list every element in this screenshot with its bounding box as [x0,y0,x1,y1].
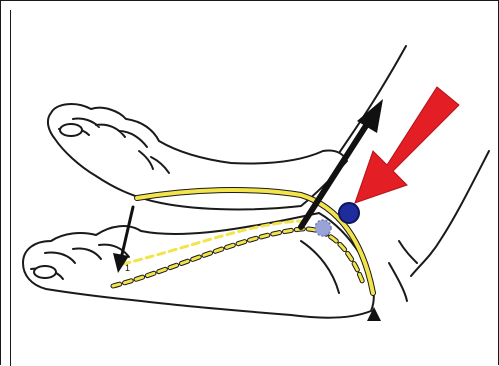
motion-arrow-small-label: 1 [125,263,130,273]
resting-foot [23,213,417,318]
ankle-point-marker-faded [315,220,331,236]
ankle-point-marker [339,203,359,223]
